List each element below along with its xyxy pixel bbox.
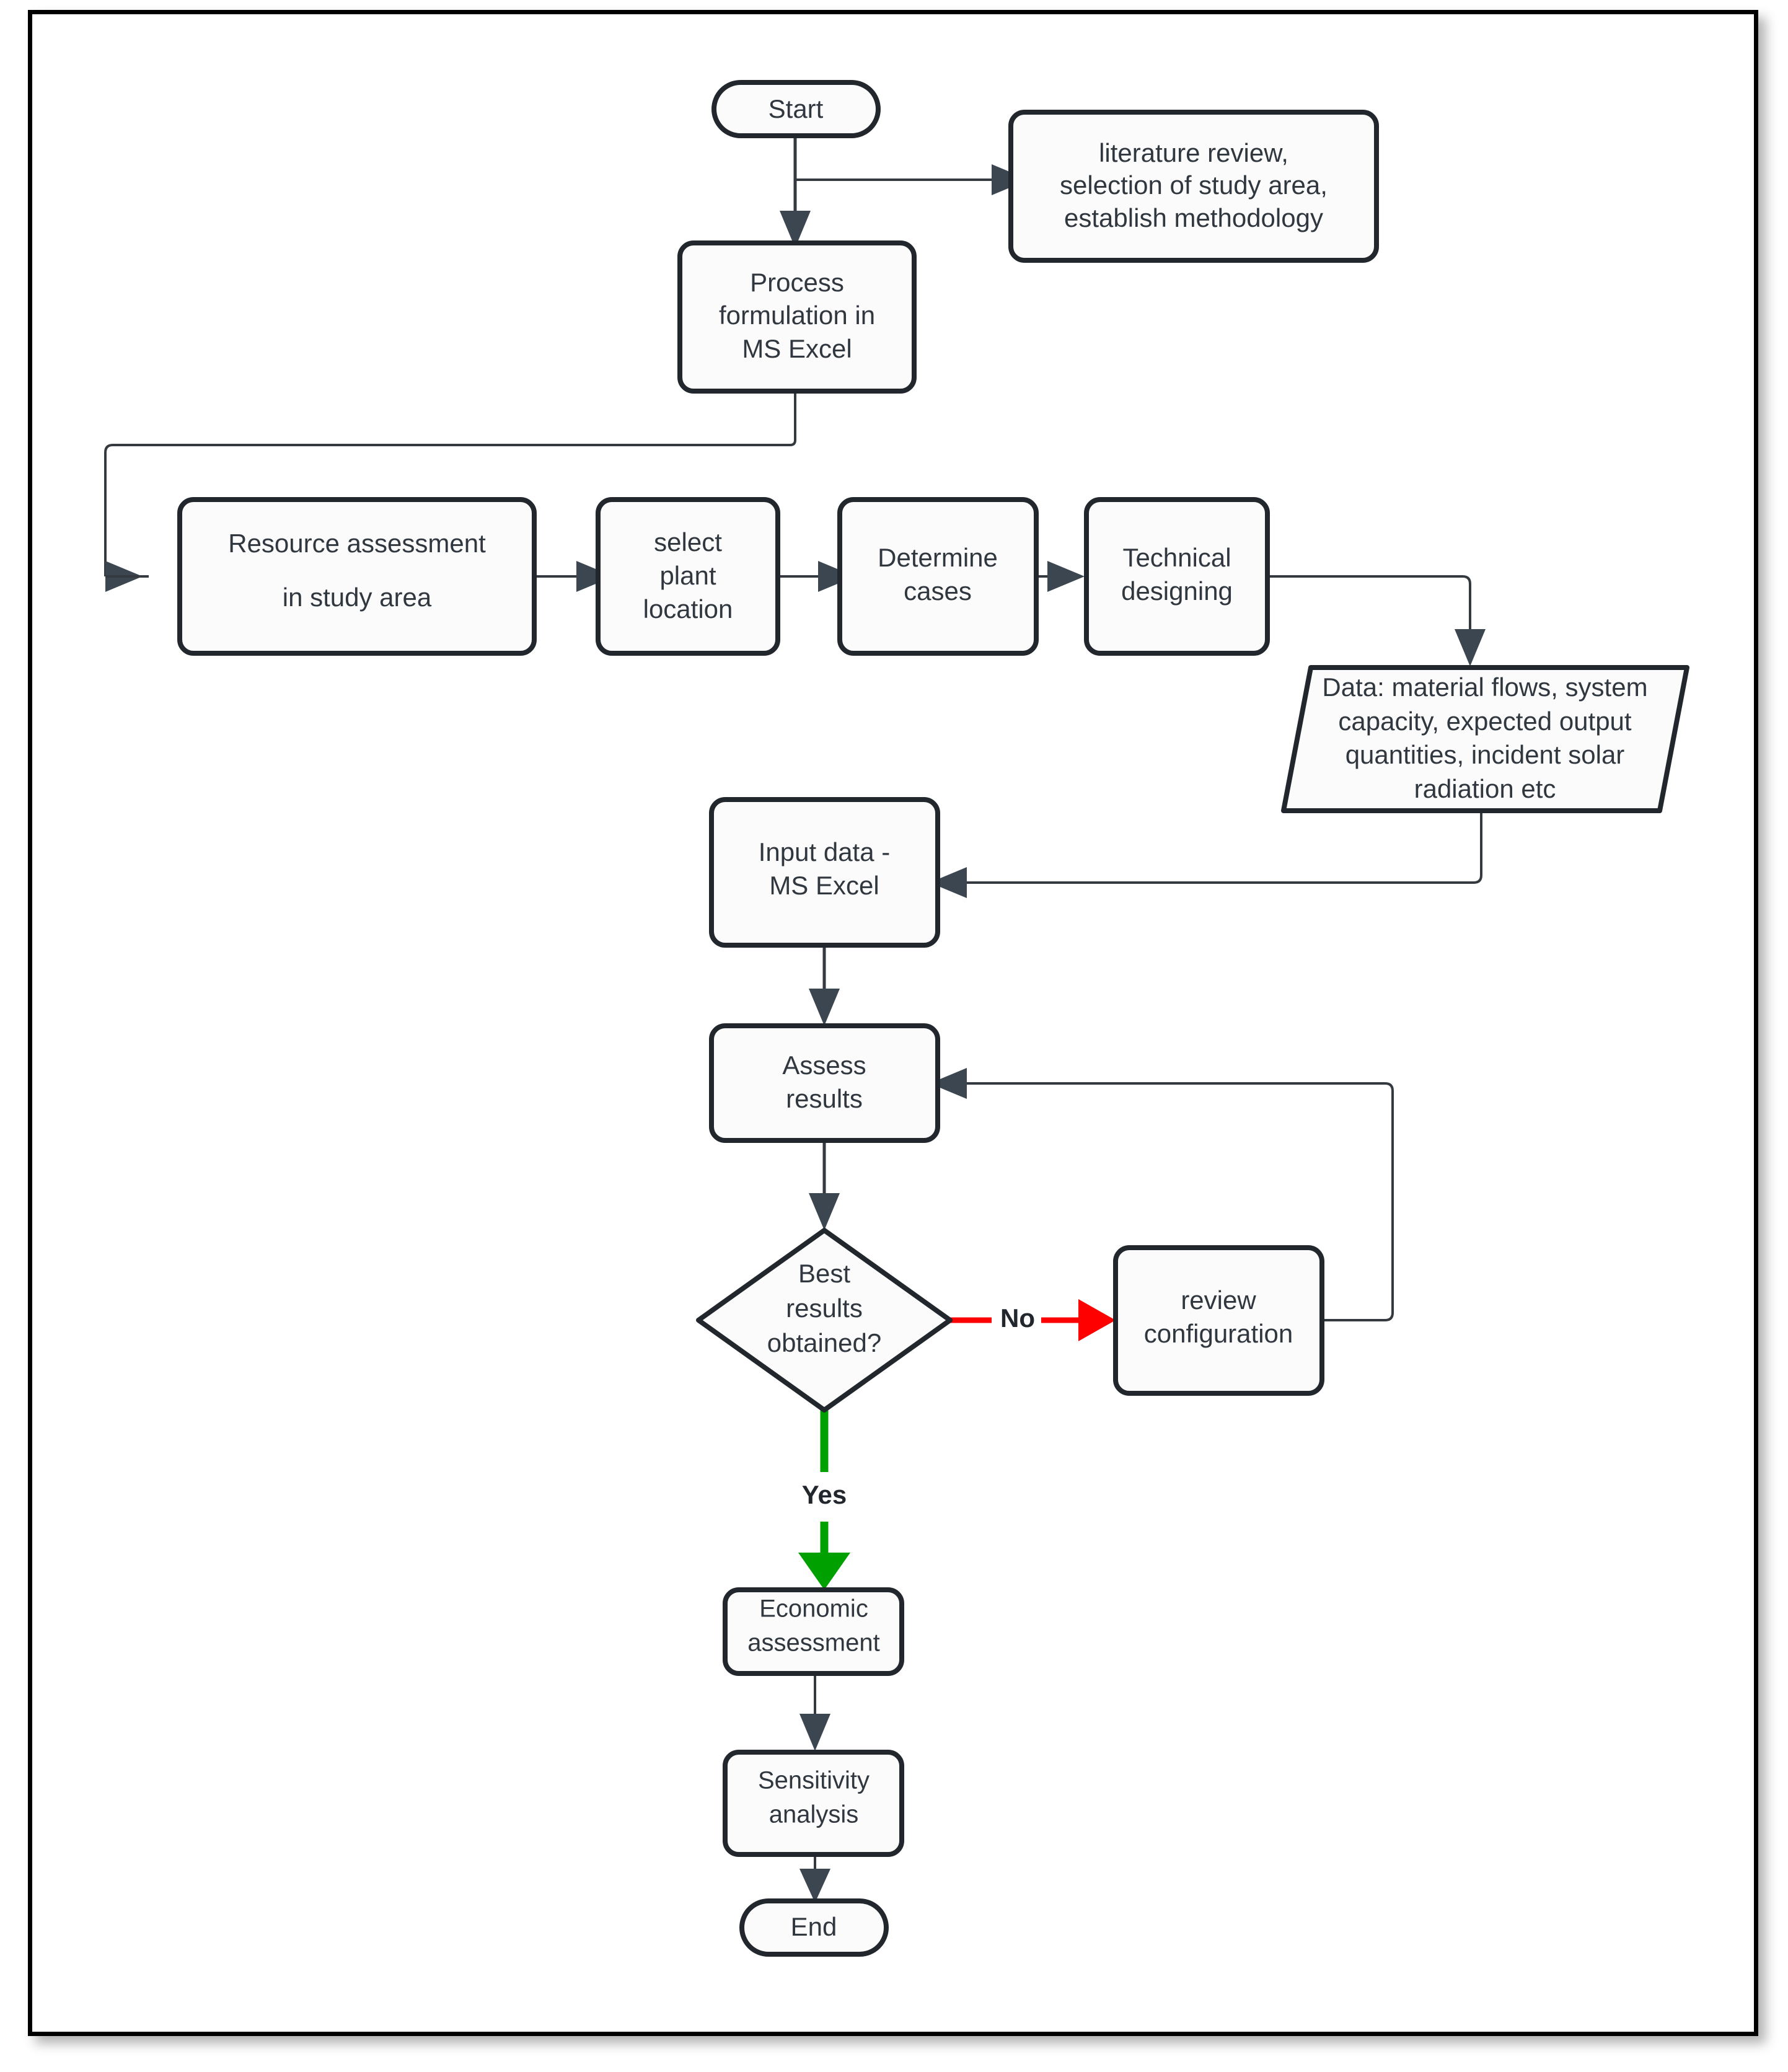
edge-resource-to-plant-location [534,561,614,592]
node-technical-designing-line1: Technical [1122,543,1231,572]
node-technical-designing[interactable]: Technical designing [1084,497,1270,656]
node-determine-cases[interactable]: Determine cases [837,497,1039,656]
node-select-plant-location-line2: plant [659,561,716,590]
node-decision-line1: Best [798,1259,850,1288]
edge-assess-to-decision [809,1140,840,1230]
node-economic-assessment-line1: Economic [759,1595,868,1623]
node-process-formulation-line3: MS Excel [742,334,852,363]
edge-review-configuration-to-assess [930,1068,1394,1321]
node-sensitivity-analysis-line2: analysis [769,1801,859,1828]
node-input-data[interactable]: Input data - MS Excel [709,797,940,948]
node-data-line1: Data: material flows, system [1322,672,1647,702]
node-assess-results[interactable]: Assess results [709,1023,940,1143]
node-process-formulation[interactable]: Process formulation in MS Excel [677,240,917,394]
node-data-bold-prefix: Data [1322,672,1377,702]
node-data[interactable]: Data: material flows, system capacity, e… [1281,665,1689,813]
edge-technical-designing-to-data [1267,575,1486,666]
node-input-data-line2: MS Excel [769,871,879,900]
branch-label-no: No [1000,1303,1035,1333]
edge-cases-to-technical-designing [1036,561,1085,592]
node-end[interactable]: End [739,1898,889,1957]
edge-economic-to-sensitivity [799,1673,830,1751]
edge-input-data-to-assess [809,945,840,1026]
edge-process-formulation-to-resource-assessment [104,390,796,592]
node-data-line3: quantities, incident solar [1345,740,1625,769]
node-literature-review-line3: establish methodology [1064,203,1323,232]
node-review-configuration[interactable]: review configuration [1113,1245,1324,1396]
node-select-plant-location-line3: location [643,594,733,624]
node-start[interactable]: Start [711,80,881,138]
node-literature-review-line1: literature review, [1099,138,1288,167]
node-sensitivity-analysis[interactable]: Sensitivity analysis [723,1750,904,1857]
node-decision-line2: results [786,1294,863,1323]
node-literature-review-line2: selection of study area, [1060,170,1328,200]
node-review-configuration-line1: review [1181,1285,1256,1315]
branch-label-yes: Yes [802,1480,847,1509]
node-decision-line3: obtained? [767,1328,882,1357]
node-start-label: Start [768,94,824,123]
node-process-formulation-line1: Process [750,268,844,297]
node-resource-assessment-line2: in study area [283,583,432,612]
node-data-line4: radiation etc [1414,774,1556,803]
node-determine-cases-line2: cases [904,576,972,606]
edge-plant-location-to-cases [778,561,855,592]
node-select-plant-location[interactable]: select plant location [596,497,780,656]
node-assess-results-line1: Assess [782,1051,866,1080]
node-economic-assessment[interactable]: Economic assessment [723,1587,904,1676]
node-data-line2: capacity, expected output [1338,707,1632,736]
node-literature-review[interactable]: literature review, selection of study ar… [1008,110,1379,263]
node-select-plant-location-line1: select [654,527,722,557]
node-input-data-line1: Input data - [759,837,890,866]
edge-data-to-input-data [930,812,1482,898]
node-review-configuration-line2: configuration [1144,1319,1293,1348]
node-decision-best-results[interactable]: Best results obtained? [696,1228,953,1413]
node-end-label: End [791,1912,837,1941]
edge-decision-to-economic-assessment [798,1407,850,1590]
node-economic-assessment-line2: assessment [747,1629,879,1657]
node-data-line1-rest: : material flows, system [1377,672,1647,702]
edge-decision-to-review-configuration [948,1299,1116,1341]
node-resource-assessment[interactable]: Resource assessment in study area [177,497,537,656]
node-sensitivity-analysis-line1: Sensitivity [758,1767,870,1794]
node-assess-results-line2: results [786,1084,863,1113]
node-resource-assessment-line1: Resource assessment [228,529,486,558]
node-determine-cases-line1: Determine [878,543,998,572]
node-technical-designing-line2: designing [1121,576,1233,606]
node-process-formulation-line2: formulation in [719,301,875,330]
edge-sensitivity-to-end [799,1853,830,1903]
